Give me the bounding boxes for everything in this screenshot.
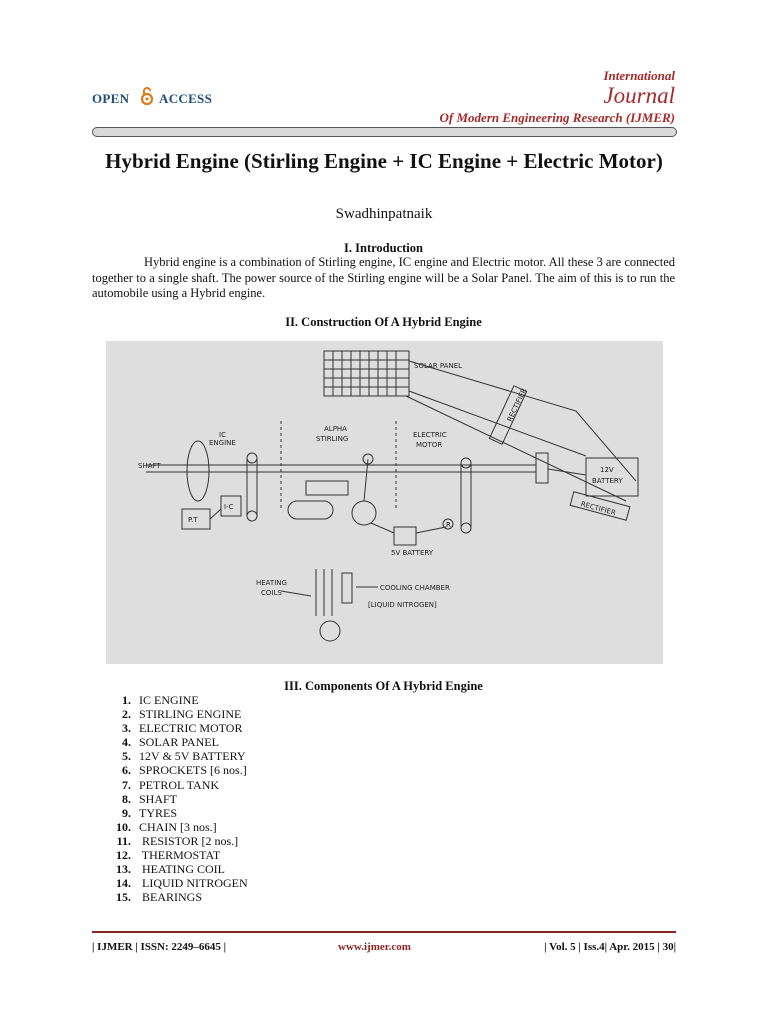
diagram-svg: SOLAR PANEL RECTIFIER RECTIFIER IC ENGIN…: [138, 350, 639, 642]
label-shaft: SHAFT: [138, 462, 161, 470]
header-divider-bar: [92, 127, 677, 137]
label-heating: HEATING: [256, 579, 287, 587]
component-item-number: 2.: [122, 707, 131, 722]
component-item-number: 5.: [122, 749, 131, 764]
shaft-line: [146, 464, 536, 473]
component-list-item: 15. BEARINGS: [92, 890, 248, 904]
rectifier-top-shape: [488, 385, 528, 445]
footer-volume-info: | Vol. 5 | Iss.4| Apr. 2015 | 30|: [544, 941, 676, 953]
component-item-label: SHAFT: [139, 791, 178, 806]
label-rectifier-bottom: RECTIFIER: [580, 500, 617, 517]
battery-5v-shape: [393, 526, 417, 546]
section-heading-construction: II. Construction Of A Hybrid Engine: [285, 315, 482, 329]
footer-issn: | IJMER | ISSN: 2249–6645 |: [92, 941, 227, 953]
section-heading-components: III. Components Of A Hybrid Engine: [284, 679, 483, 693]
footer-rule: [92, 931, 676, 933]
component-item-label: TYRES: [139, 805, 178, 820]
section-heading-introduction: I. Introduction: [344, 241, 423, 255]
component-list-item: 1. IC ENGINE: [92, 693, 248, 707]
component-list-item: 4. SOLAR PANEL: [92, 735, 248, 749]
component-item-label: PETROL TANK: [139, 777, 220, 792]
component-list-item: 14. LIQUID NITROGEN: [92, 876, 248, 890]
component-item-number: 12.: [116, 848, 131, 863]
component-item-number: 11.: [116, 833, 131, 848]
rectifier-bottom-shape: [569, 491, 631, 521]
component-item-label: RESISTOR [2 nos.]: [139, 833, 239, 848]
component-list-item: 12. THERMOSTAT: [92, 848, 248, 862]
component-list-item: 11. RESISTOR [2 nos.]: [92, 834, 248, 848]
label-12v: 12V: [600, 466, 614, 474]
component-item-label: THERMOSTAT: [139, 848, 221, 863]
component-item-label: SPROCKETS [6 nos.]: [139, 763, 247, 778]
component-list-item: 13. HEATING COIL: [92, 862, 248, 876]
component-list-item: 2. STIRLING ENGINE: [92, 707, 248, 721]
label-electric: ELECTRIC: [413, 431, 447, 439]
component-item-number: 8.: [122, 791, 131, 806]
label-pt-box: P.T: [188, 516, 198, 524]
label-coils: COILS: [261, 589, 282, 597]
component-list-item: 6. SPROCKETS [6 nos.]: [92, 763, 248, 777]
footer-website-link[interactable]: www.ijmer.com: [338, 941, 411, 953]
solar-panel-shape: [323, 350, 410, 397]
label-engine: ENGINE: [209, 439, 236, 447]
component-list-item: 9. TYRES: [92, 806, 248, 820]
component-item-label: HEATING COIL: [139, 862, 225, 877]
logo-access-text: ACCESS: [159, 91, 213, 106]
label-resistor: R: [446, 521, 451, 529]
component-item-number: 13.: [116, 862, 131, 877]
component-item-label: LIQUID NITROGEN: [139, 876, 248, 891]
ic-box-shape: [220, 495, 242, 517]
battery-12v-shape: [585, 457, 639, 497]
hybrid-engine-diagram: SOLAR PANEL RECTIFIER RECTIFIER IC ENGIN…: [106, 341, 663, 664]
component-item-number: 15.: [116, 890, 131, 905]
component-item-label: ELECTRIC MOTOR: [139, 721, 243, 736]
open-access-lock-icon: [140, 87, 154, 106]
logo-open-text: OPEN: [92, 91, 130, 106]
component-item-label: IC ENGINE: [139, 693, 199, 707]
label-solar-panel: SOLAR PANEL: [414, 362, 462, 370]
component-item-label: STIRLING ENGINE: [139, 707, 242, 722]
label-liquid-nitrogen: [LIQUID NITROGEN]: [368, 601, 437, 609]
component-item-number: 7.: [122, 777, 131, 792]
label-stirling: STIRLING: [316, 435, 348, 443]
introduction-paragraph: Hybrid engine is a combination of Stirli…: [92, 255, 675, 300]
journal-word: Journal: [603, 83, 675, 108]
component-list-item: 7. PETROL TANK: [92, 778, 248, 792]
label-5v-battery: 5V BATTERY: [391, 549, 434, 557]
component-item-label: 12V & 5V BATTERY: [139, 749, 246, 764]
component-item-label: SOLAR PANEL: [139, 735, 219, 750]
paper-author: Swadhinpatnaik: [335, 206, 433, 222]
component-item-number: 9.: [122, 805, 131, 820]
label-alpha: ALPHA: [324, 425, 347, 433]
label-motor: MOTOR: [416, 441, 442, 449]
component-item-label: CHAIN [3 nos.]: [139, 819, 217, 834]
component-list-item: 10. CHAIN [3 nos.]: [92, 820, 248, 834]
component-item-number: 4.: [122, 735, 131, 750]
component-list-item: 8. SHAFT: [92, 792, 248, 806]
component-item-number: 10.: [116, 819, 131, 834]
ic-engine-shape: [186, 440, 210, 502]
components-list: 1. IC ENGINE 2. STIRLING ENGINE 3. ELECTRIC M…: [92, 693, 248, 904]
component-item-label: BEARINGS: [139, 890, 203, 905]
component-list-item: 5. 12V & 5V BATTERY: [92, 749, 248, 763]
label-battery: BATTERY: [592, 477, 623, 485]
component-item-number: 1.: [122, 693, 131, 707]
journal-subtitle: Of Modern Engineering Research (IJMER): [439, 110, 675, 125]
label-cooling-chamber: COOLING CHAMBER: [380, 584, 450, 592]
label-ic: IC: [219, 431, 226, 439]
label-rectifier-top: RECTIFIER: [506, 387, 528, 423]
paper-title: Hybrid Engine (Stirling Engine + IC Engi…: [105, 149, 663, 173]
component-item-number: 14.: [116, 876, 131, 891]
label-ic-box: I-C: [224, 503, 234, 511]
component-item-number: 6.: [122, 763, 131, 778]
component-item-number: 3.: [122, 721, 131, 736]
component-list-item: 3. ELECTRIC MOTOR: [92, 721, 248, 735]
journal-international: International: [603, 68, 675, 83]
